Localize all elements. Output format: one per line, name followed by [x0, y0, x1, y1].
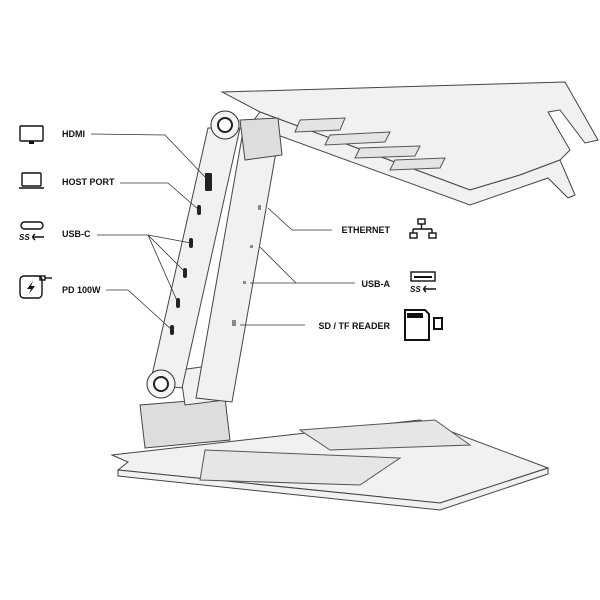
label-sd-tf-reader: SD / TF READER	[318, 321, 390, 331]
leader-lines	[90, 133, 355, 331]
label-hdmi: HDMI	[62, 129, 85, 139]
ss-logo: SS	[410, 285, 421, 294]
top-knob	[210, 110, 240, 140]
label-usb-a: USB-A	[362, 279, 391, 289]
arm-side-ports	[232, 205, 261, 326]
sd-card-icon	[404, 309, 443, 341]
ss-logo: SS	[19, 233, 30, 242]
label-ethernet: ETHERNET	[341, 225, 390, 235]
ethernet-network-icon	[409, 218, 437, 239]
monitor-icon	[19, 125, 44, 144]
label-host-port: HOST PORT	[62, 177, 115, 187]
laptop-icon	[19, 172, 44, 189]
label-usb-c: USB-C	[62, 229, 91, 239]
stand-base	[110, 419, 550, 511]
laptop-tray	[220, 81, 599, 206]
top-hinge	[239, 117, 283, 161]
usb-a-icon: SS	[410, 271, 436, 294]
bottom-knob	[146, 369, 176, 399]
power-delivery-icon	[19, 275, 52, 299]
usb-c-icon: SS	[19, 221, 44, 242]
label-pd-100w: PD 100W	[62, 285, 101, 295]
